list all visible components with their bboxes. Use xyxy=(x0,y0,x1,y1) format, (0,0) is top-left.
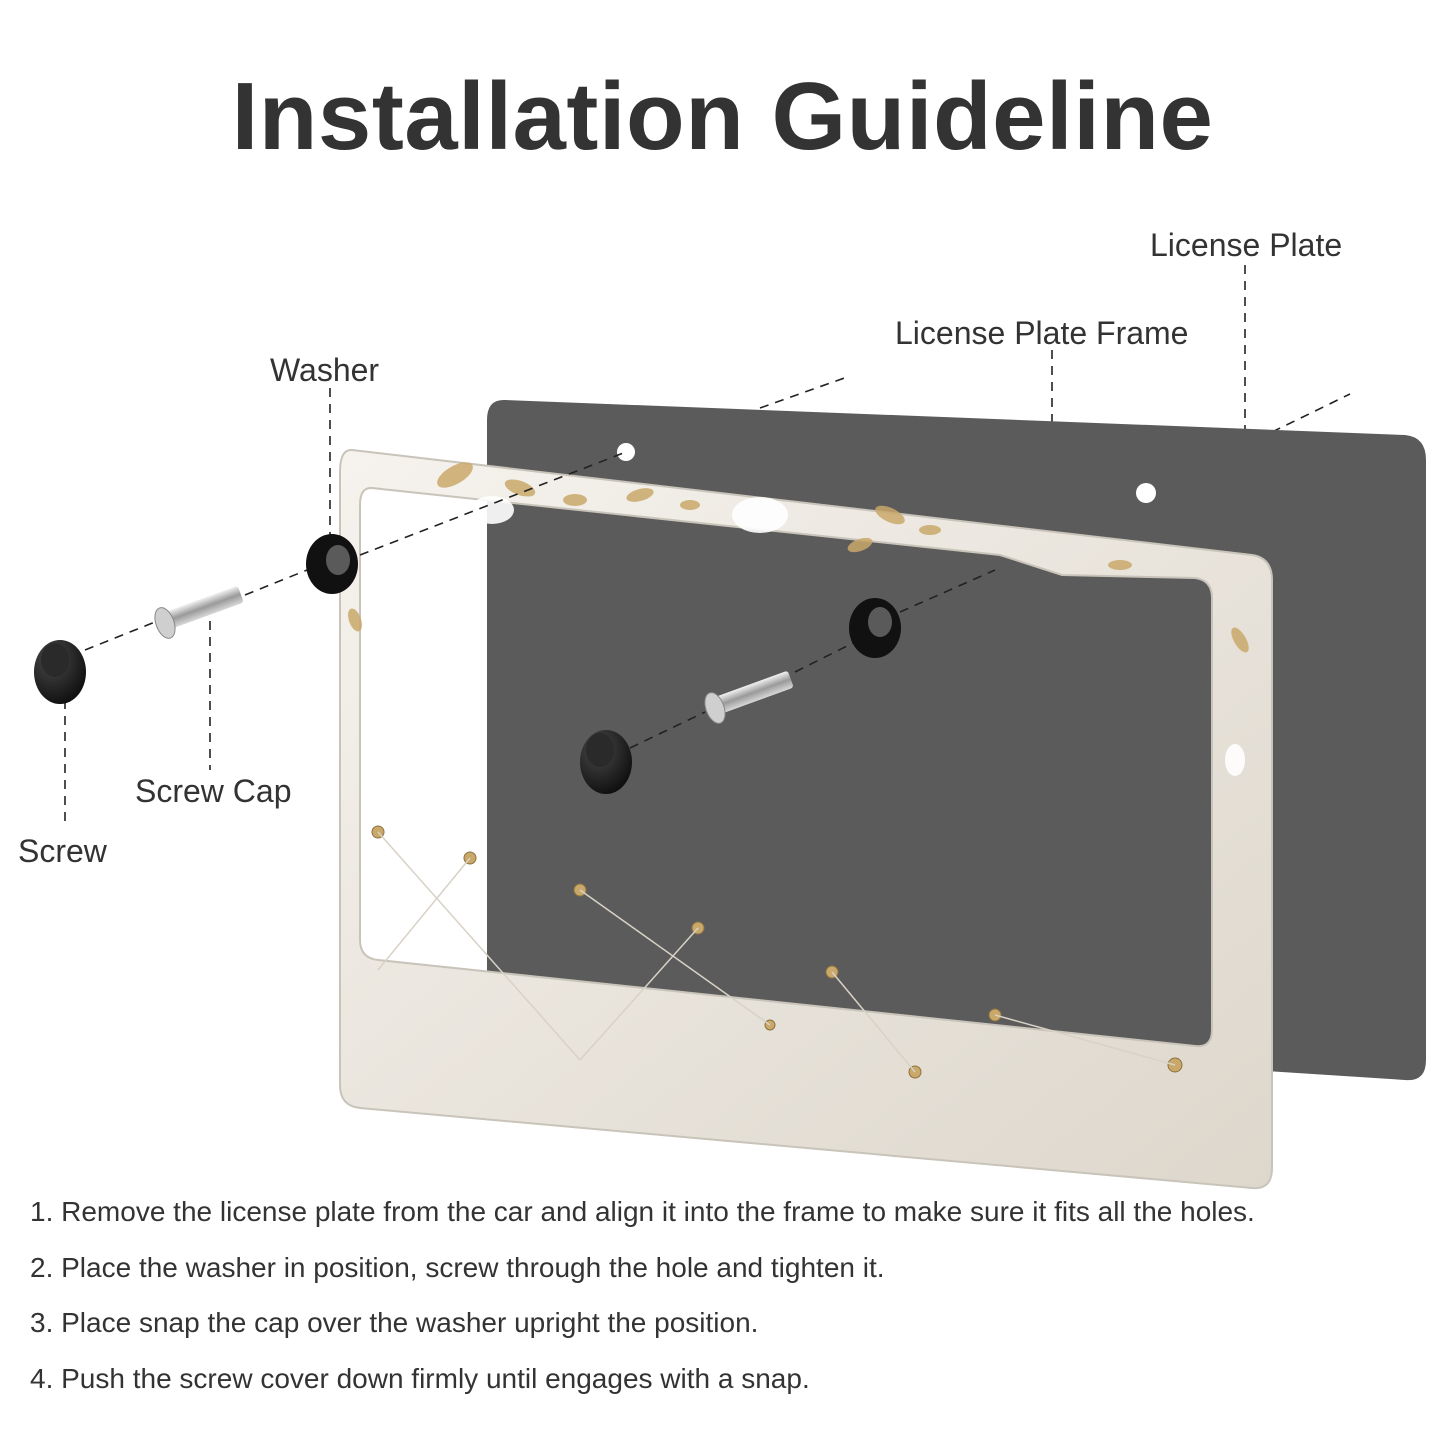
step-2: 2. Place the washer in position, screw t… xyxy=(30,1251,885,1283)
alignment-lines xyxy=(84,451,996,749)
label-washer: Washer xyxy=(270,352,380,388)
screw-icon-2 xyxy=(704,671,793,724)
screw-icon xyxy=(154,586,243,639)
label-license-plate-frame: License Plate Frame xyxy=(895,315,1189,351)
floral-pattern xyxy=(348,462,1249,653)
label-screw: Screw xyxy=(18,833,107,869)
screw-cap-icon-2 xyxy=(580,730,632,794)
washer-icon-2 xyxy=(849,598,901,658)
step-4: 4. Push the screw cover down firmly unti… xyxy=(30,1362,810,1394)
label-screw-cap: Screw Cap xyxy=(135,773,292,809)
page-title: Installation Guideline xyxy=(231,63,1214,170)
step-1: 1. Remove the license plate from the car… xyxy=(30,1196,1255,1227)
plate-hole-right xyxy=(1136,483,1156,503)
instruction-steps: 1. Remove the license plate from the car… xyxy=(30,1196,1255,1418)
license-plate-frame xyxy=(339,448,1273,1190)
washer-icon xyxy=(306,534,358,594)
plate-hole-left xyxy=(617,443,635,461)
screw-cap-icon xyxy=(34,640,86,704)
label-license-plate: License Plate xyxy=(1150,227,1343,263)
step-3: 3. Place snap the cap over the washer up… xyxy=(30,1307,759,1338)
